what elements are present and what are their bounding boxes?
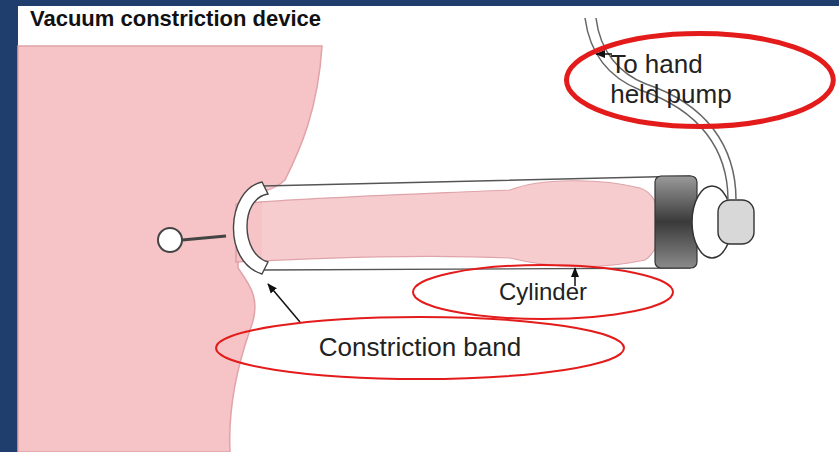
leader-arrow — [268, 284, 300, 322]
cylinder-cap — [655, 176, 697, 268]
part-label: To hand held pump — [610, 50, 750, 110]
ellipse-stroke — [413, 265, 673, 319]
highlight-ellipse: Constriction band — [215, 316, 625, 380]
ellipse-stroke — [216, 317, 624, 379]
band-ring — [158, 228, 182, 252]
constriction-band — [233, 182, 268, 274]
part-label: Constriction band — [319, 333, 521, 363]
part-label: Cylinder — [499, 278, 587, 306]
highlight-ellipse: To hand held pump — [564, 31, 836, 129]
pump-connector — [718, 200, 754, 244]
diagram-title: Vacuum constriction device — [30, 6, 321, 32]
leader-arrow — [596, 53, 612, 55]
band-stem — [182, 236, 226, 240]
cylinder-tube — [262, 176, 690, 270]
highlight-ellipse: Cylinder — [412, 264, 674, 320]
ellipse-stroke — [567, 34, 834, 127]
